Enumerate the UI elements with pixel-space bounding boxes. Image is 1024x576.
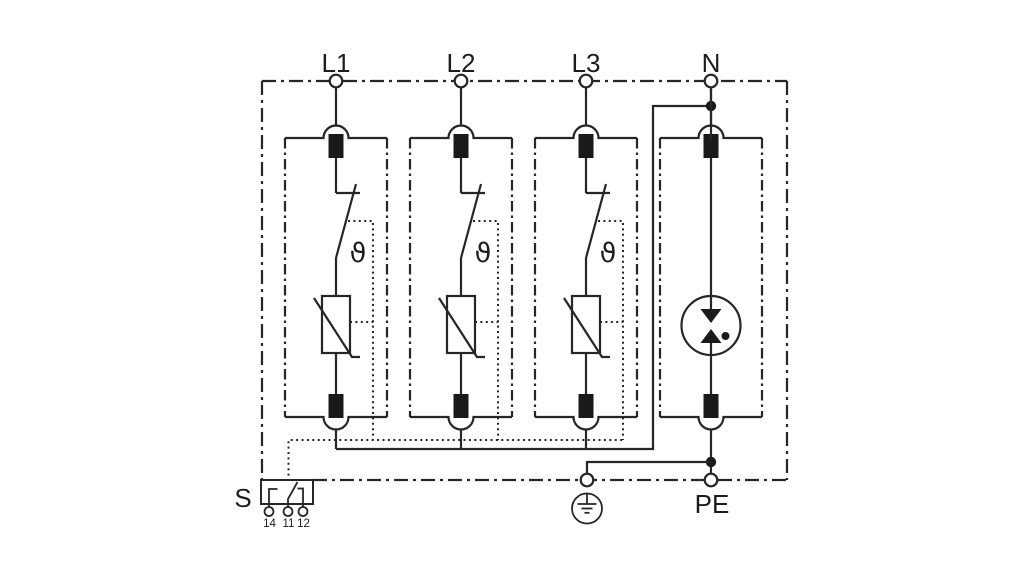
terminal-11 [282,506,294,517]
label-n: N [702,48,721,78]
label-terminal-14: 14 [263,518,276,530]
gdt-gas-dot [721,332,730,340]
contact-11-blade [287,481,299,507]
theta-symbol-l1: ϑ [350,238,367,269]
terminal-pe [703,472,719,488]
label-l2: L2 [447,48,476,78]
terminal-n [703,73,719,128]
terminal-l2 [453,73,469,128]
terminal-l3 [578,73,594,128]
protective-earth-icon [571,492,603,525]
label-s: S [234,483,251,513]
neutral-bus-wire [336,104,711,451]
earth-branch-wire [585,460,711,474]
label-pe: PE [695,489,730,519]
label-l1: L1 [322,48,351,78]
terminal-l1 [328,73,344,128]
gdt-triangle-down [700,309,722,323]
label-l3: L3 [572,48,601,78]
label-terminal-11: 11 [283,518,295,530]
monitor-bus-dotted [287,439,623,481]
gdt-triangle-up [700,329,722,343]
label-terminal-12: 12 [297,518,310,530]
terminal-12 [297,506,309,517]
remote-signal-contact [260,479,314,517]
theta-symbol-l2: ϑ [475,238,492,269]
contact-14-hook [268,488,278,507]
device-enclosure-outline [260,79,789,482]
terminal-14 [263,506,275,517]
terminal-earth [579,472,595,488]
contact-12-hook [297,487,304,507]
theta-symbol-l3: ϑ [600,238,617,269]
